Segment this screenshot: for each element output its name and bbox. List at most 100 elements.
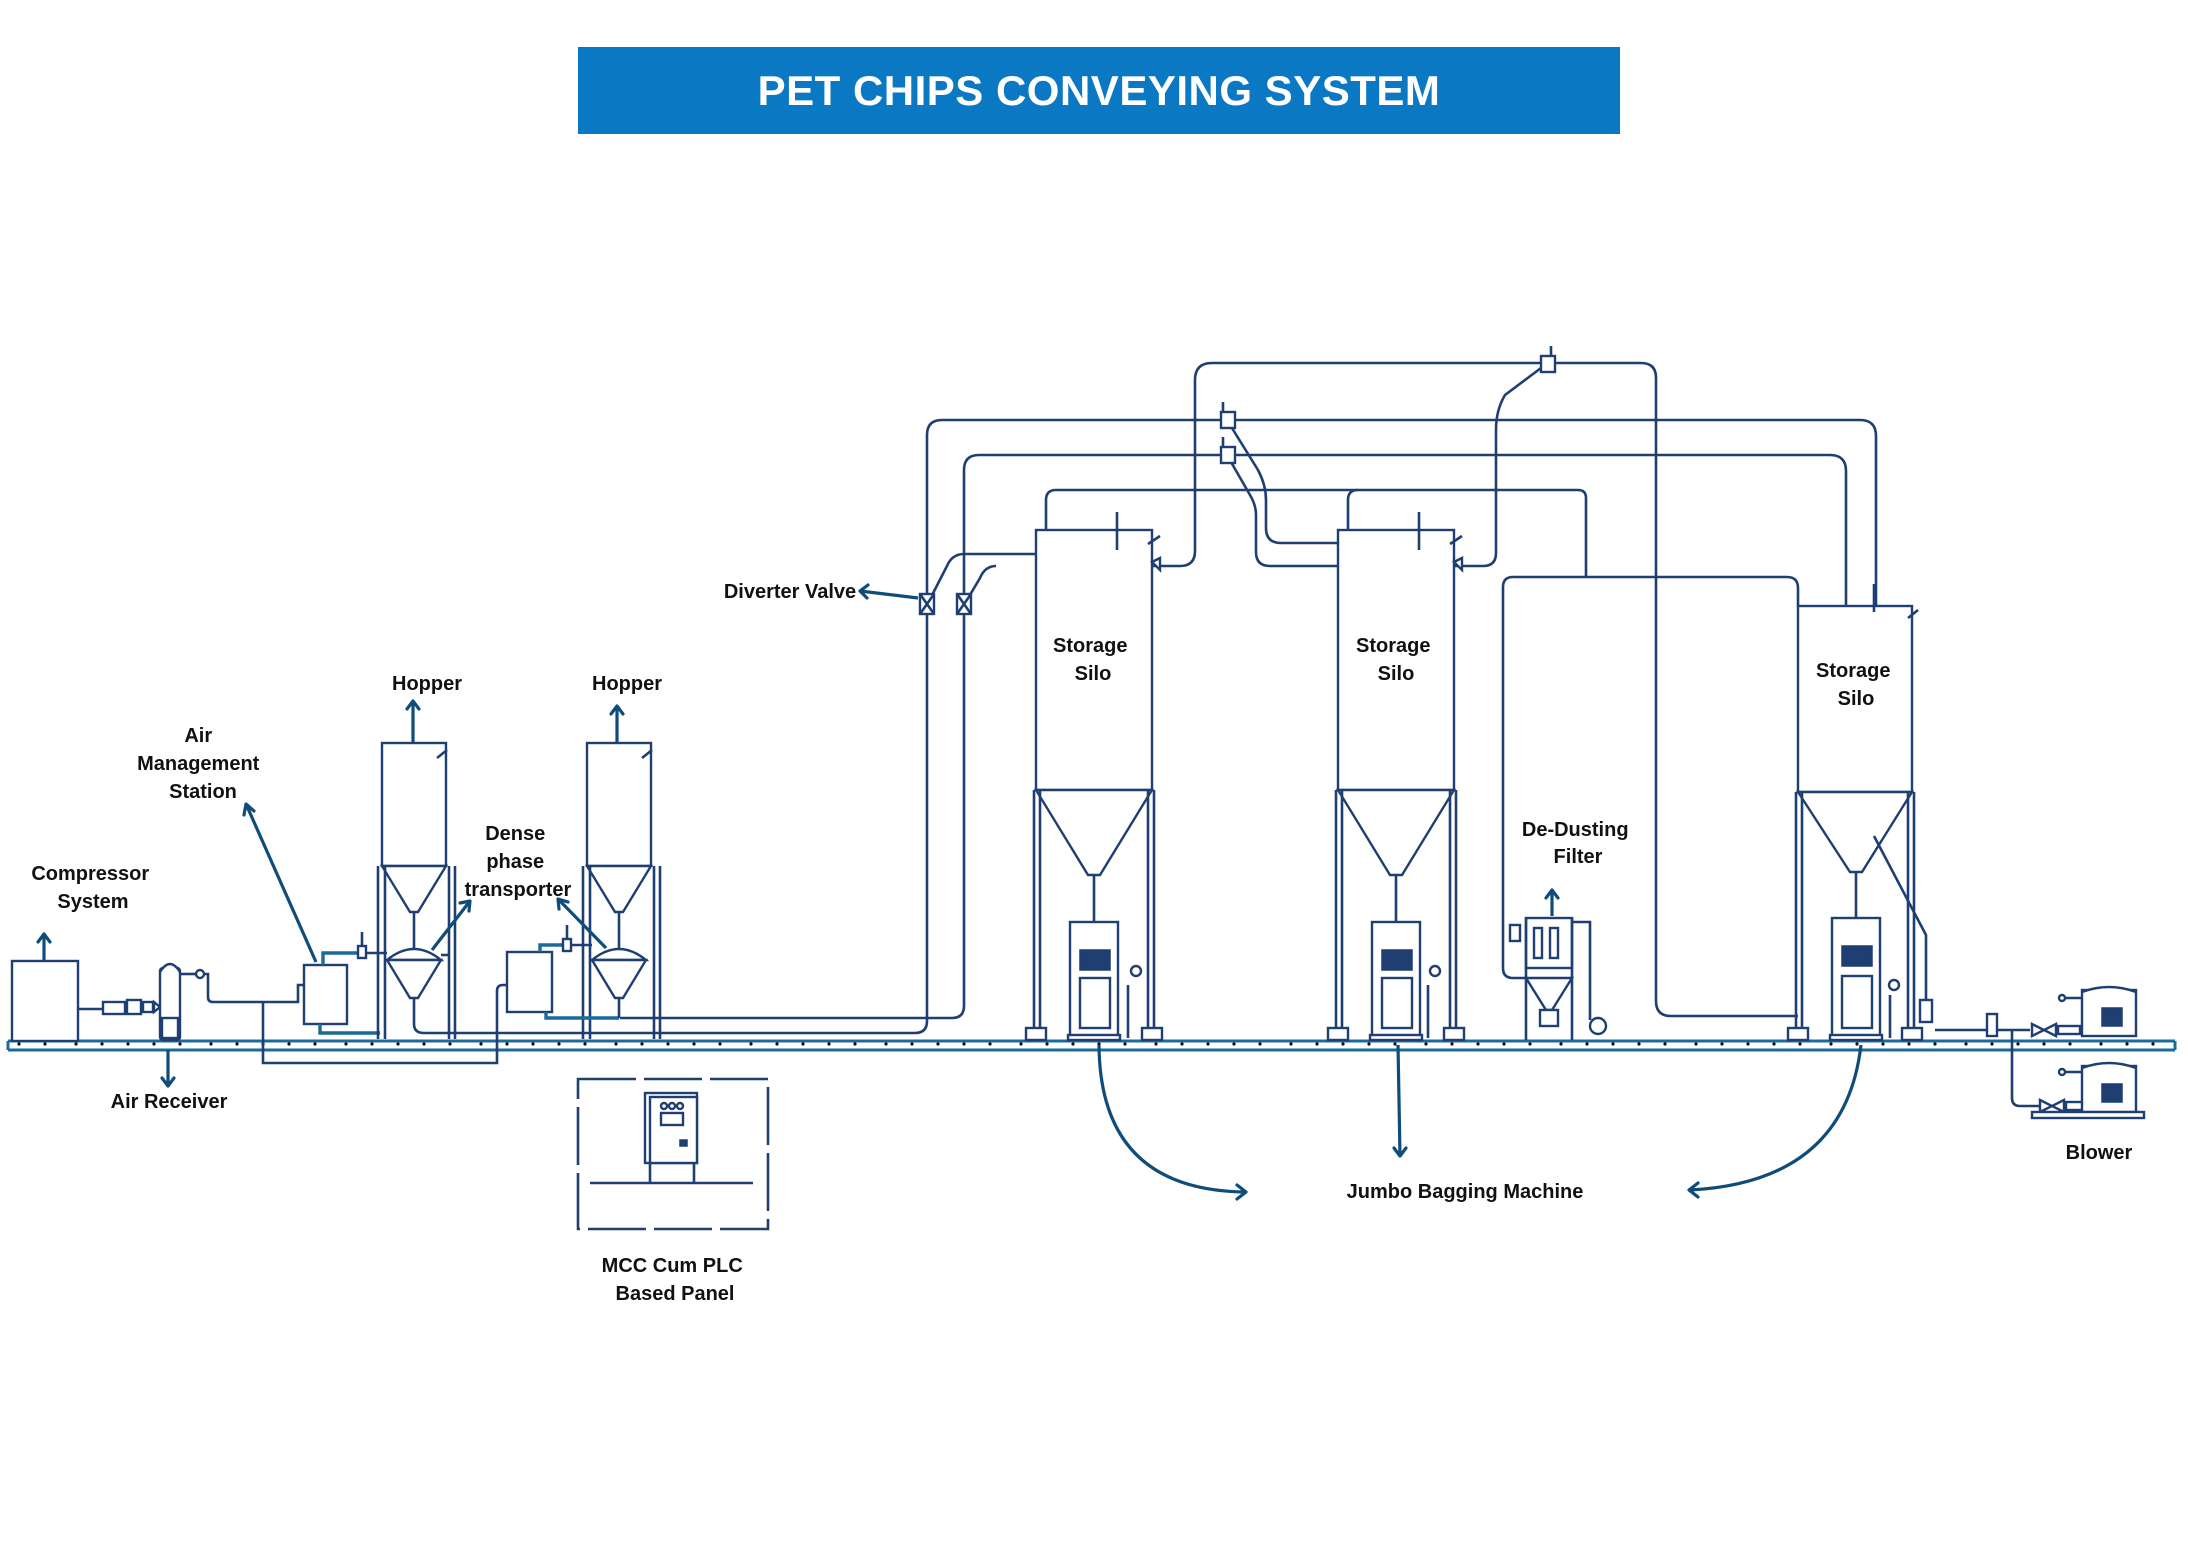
- floor-hatch-dot: [235, 1042, 239, 1046]
- floor-hatch-dot: [1881, 1042, 1885, 1046]
- floor-hatch-dot: [74, 1042, 78, 1046]
- floor-hatch-dot: [1829, 1042, 1833, 1046]
- floor-hatch-dot: [692, 1042, 696, 1046]
- compressor-system: [10, 959, 162, 1043]
- storage-silo-1: [1024, 512, 1164, 1042]
- floor-hatch-dot: [1289, 1042, 1293, 1046]
- floor-hatch-dot: [1964, 1042, 1968, 1046]
- label-hopper-2: Hopper: [592, 673, 662, 695]
- floor-hatch-dot: [1585, 1042, 1589, 1046]
- label-jumbo-bagging-machine: Jumbo Bagging Machine: [1347, 1181, 1584, 1203]
- floor-hatch-dot: [531, 1042, 535, 1046]
- label-compressor-system: Compressor System: [31, 863, 154, 913]
- labels: Compressor System Air Receiver Air Manag…: [31, 581, 2132, 1305]
- label-storage-silo-2: Storage Silo: [1356, 635, 1436, 685]
- floor-hatch-dot: [448, 1042, 452, 1046]
- floor-hatch-dot: [1559, 1042, 1563, 1046]
- floor-hatch-dot: [1990, 1042, 1994, 1046]
- diverter-valve-1: [918, 592, 936, 616]
- floor-hatch-dot: [2042, 1042, 2046, 1046]
- floor-hatch-dot: [1393, 1042, 1397, 1046]
- floor-hatch-dot: [614, 1042, 618, 1046]
- floor-hatch-dot: [749, 1042, 753, 1046]
- floor-hatch-dot: [1232, 1042, 1236, 1046]
- floor-hatch-dot: [287, 1042, 291, 1046]
- diverter-valve-2: [955, 592, 973, 616]
- label-blower: Blower: [2066, 1142, 2133, 1164]
- floor-hatch-dot: [1933, 1042, 1937, 1046]
- floor-hatch-dot: [2099, 1042, 2103, 1046]
- floor-hatch-dot: [2016, 1042, 2020, 1046]
- storage-silo-2: [1326, 512, 1466, 1042]
- floor-hatch-dot: [209, 1042, 213, 1046]
- dense-phase-transporter-1: [356, 932, 450, 1035]
- mcc-plc-panel: [576, 1077, 770, 1231]
- callout-arrows: [36, 583, 1863, 1201]
- floor-hatch-dot: [962, 1042, 966, 1046]
- top-diverter-valve-1: [1219, 402, 1237, 430]
- label-storage-silo-3: Storage Silo: [1816, 660, 1896, 710]
- title-banner: PET CHIPS CONVEYING SYSTEM: [578, 47, 1620, 134]
- floor-hatch-dot: [1528, 1042, 1532, 1046]
- blower-line: [1935, 1012, 2040, 1108]
- floor-hatch-dot: [1637, 1042, 1641, 1046]
- floor-hatch-dot: [2151, 1042, 2155, 1046]
- floor-hatch-dot: [422, 1042, 426, 1046]
- floor-hatch-dot: [17, 1042, 21, 1046]
- floor-hatch-dot: [313, 1042, 317, 1046]
- page-title: PET CHIPS CONVEYING SYSTEM: [757, 66, 1441, 114]
- dense-phase-valve-icon: [561, 925, 573, 953]
- floor-hatch-dot: [1694, 1042, 1698, 1046]
- floor-hatch-dot: [1019, 1042, 1023, 1046]
- dense-phase-transporter-2: [505, 925, 650, 1020]
- floor-hatch-dot: [178, 1042, 182, 1046]
- label-hopper-1: Hopper: [392, 673, 462, 695]
- floor-hatch-dot: [1367, 1042, 1371, 1046]
- floor-hatch-dot: [1907, 1042, 1911, 1046]
- label-dense-phase-transporter: Dense phase transporter: [465, 823, 572, 901]
- air-management-station: [261, 951, 508, 1065]
- floor-hatch-dot: [1450, 1042, 1454, 1046]
- floor-hatch-dot: [2068, 1042, 2072, 1046]
- floor-hatch-dot: [1746, 1042, 1750, 1046]
- floor-hatch-dot: [936, 1042, 940, 1046]
- floor-hatch-dot: [640, 1042, 644, 1046]
- floor-hatch-dot: [43, 1042, 47, 1046]
- floor-hatch-dot: [1611, 1042, 1615, 1046]
- floor-hatch-dot: [1315, 1042, 1319, 1046]
- floor-hatch-dot: [505, 1042, 509, 1046]
- floor-hatch-dot: [1071, 1042, 1075, 1046]
- floor-hatch-dot: [884, 1042, 888, 1046]
- floor-hatch-dot: [988, 1042, 992, 1046]
- floor-hatch-dot: [126, 1042, 130, 1046]
- air-receiver: [158, 962, 290, 1042]
- blower-2: [2030, 1061, 2146, 1120]
- floor-hatch-dot: [557, 1042, 561, 1046]
- storage-silo-3: [1786, 584, 1934, 1042]
- conveying-lines: [450, 361, 1898, 1035]
- hopper-1: [376, 741, 457, 1039]
- floor-hatch-dot: [152, 1042, 156, 1046]
- bagging-machine-3: [1828, 916, 1901, 1042]
- label-diverter-valve: Diverter Valve: [724, 581, 856, 603]
- floor-hatch-dot: [1663, 1042, 1667, 1046]
- floor-hatch-dot: [1424, 1042, 1428, 1046]
- floor-hatch-dot: [1206, 1042, 1210, 1046]
- floor-hatch-dot: [1855, 1042, 1859, 1046]
- floor-hatch-dot: [1123, 1042, 1127, 1046]
- floor-hatch-dot: [1154, 1042, 1158, 1046]
- floor-hatch-dot: [583, 1042, 587, 1046]
- floor-hatch-dot: [344, 1042, 348, 1046]
- floor-hatch-dot: [666, 1042, 670, 1046]
- bagging-machine-2: [1368, 920, 1442, 1042]
- floor-hatch-dot: [1097, 1042, 1101, 1046]
- floor-hatch-dot: [775, 1042, 779, 1046]
- floor-hatch-dot: [1341, 1042, 1345, 1046]
- floor-hatch-dot: [396, 1042, 400, 1046]
- floor-hatch-dot: [1476, 1042, 1480, 1046]
- floor-hatch-dot: [910, 1042, 914, 1046]
- floor-hatch-dot: [479, 1042, 483, 1046]
- bagging-machine-1: [1066, 920, 1143, 1042]
- floor-hatch-dot: [100, 1042, 104, 1046]
